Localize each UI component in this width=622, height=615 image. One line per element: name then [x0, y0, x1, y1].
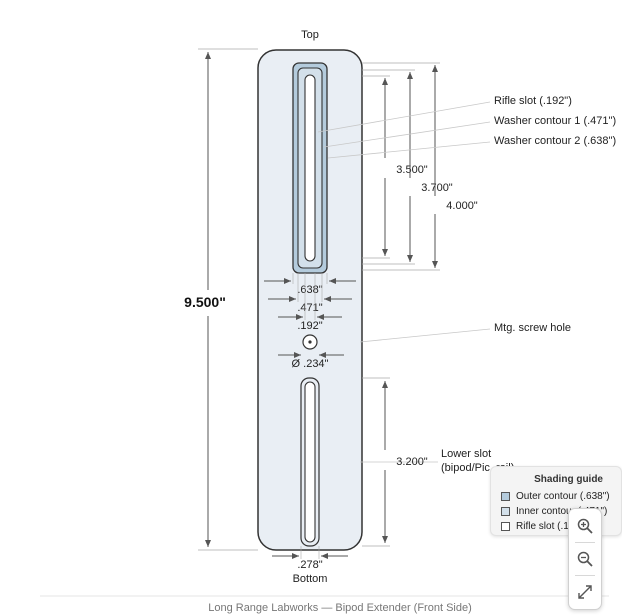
- leader-mtg-hole: [359, 328, 491, 343]
- shading-legend: Shading guide Outer contour (.638") Inne…: [490, 466, 622, 536]
- legend-title: Shading guide: [534, 474, 603, 485]
- dim-278-label: .278": [297, 559, 322, 571]
- leader-washer1: [323, 121, 491, 148]
- dim-3700-label: 3.700": [421, 182, 453, 194]
- extender-body: [257, 49, 363, 551]
- legend-label-slot: Rifle slot (.192"): [516, 520, 587, 532]
- legend-item-outer: Outer contour (.638"): [501, 490, 610, 502]
- callout-lower-slot-1: Lower slot: [441, 448, 491, 460]
- legend-swatch-inner: [501, 506, 510, 516]
- top-label: Top: [301, 29, 319, 41]
- zoom-out-button[interactable]: [569, 543, 601, 575]
- zoom-separator-1: [575, 542, 595, 543]
- zoom-separator-2: [575, 575, 595, 576]
- zoom-controls: [568, 508, 602, 610]
- caption: Long Range Labworks — Bipod Extender (Fr…: [208, 602, 472, 614]
- dim-192-label: .192": [297, 320, 322, 332]
- fit-screen-icon: [578, 585, 592, 599]
- overall-length-label: 9.500": [184, 294, 226, 310]
- bipod-extender-drawing: 9.500" Top Bottom 3.500" 3.700" 4.000" R…: [40, 29, 616, 614]
- zoom-in-icon: [577, 518, 593, 534]
- legend-item-slot: Rifle slot (.192"): [501, 520, 587, 532]
- fit-screen-button[interactable]: [569, 576, 601, 608]
- dim-4000-label: 4.000": [446, 200, 478, 212]
- zoom-in-button[interactable]: [569, 510, 601, 542]
- callout-rifle-slot: Rifle slot (.192"): [494, 95, 572, 107]
- leader-washer2: [327, 141, 491, 159]
- dim-3500-label: 3.500": [396, 164, 428, 176]
- dim-hole-label: Ø .234": [292, 358, 329, 370]
- leader-rifle-slot: [317, 101, 491, 133]
- dim-3200-label: 3.200": [396, 456, 428, 468]
- lower-slot: [304, 381, 316, 543]
- mtg-screw-hole-center: [308, 340, 312, 344]
- dim-638-label: .638": [297, 284, 322, 296]
- rifle-slot: [304, 74, 316, 262]
- legend-swatch-slot: [501, 521, 510, 531]
- legend-item-inner: Inner contour (.471"): [501, 505, 607, 517]
- legend-swatch-outer: [501, 491, 510, 501]
- callout-washer2: Washer contour 2 (.638"): [494, 135, 616, 147]
- callout-mtg-hole: Mtg. screw hole: [494, 322, 571, 334]
- dim-471-label: .471": [297, 302, 322, 314]
- callout-washer1: Washer contour 1 (.471"): [494, 115, 616, 127]
- bottom-label: Bottom: [293, 573, 328, 585]
- zoom-out-icon: [577, 551, 593, 567]
- legend-label-inner: Inner contour (.471"): [516, 505, 608, 517]
- legend-label-outer: Outer contour (.638"): [516, 490, 610, 502]
